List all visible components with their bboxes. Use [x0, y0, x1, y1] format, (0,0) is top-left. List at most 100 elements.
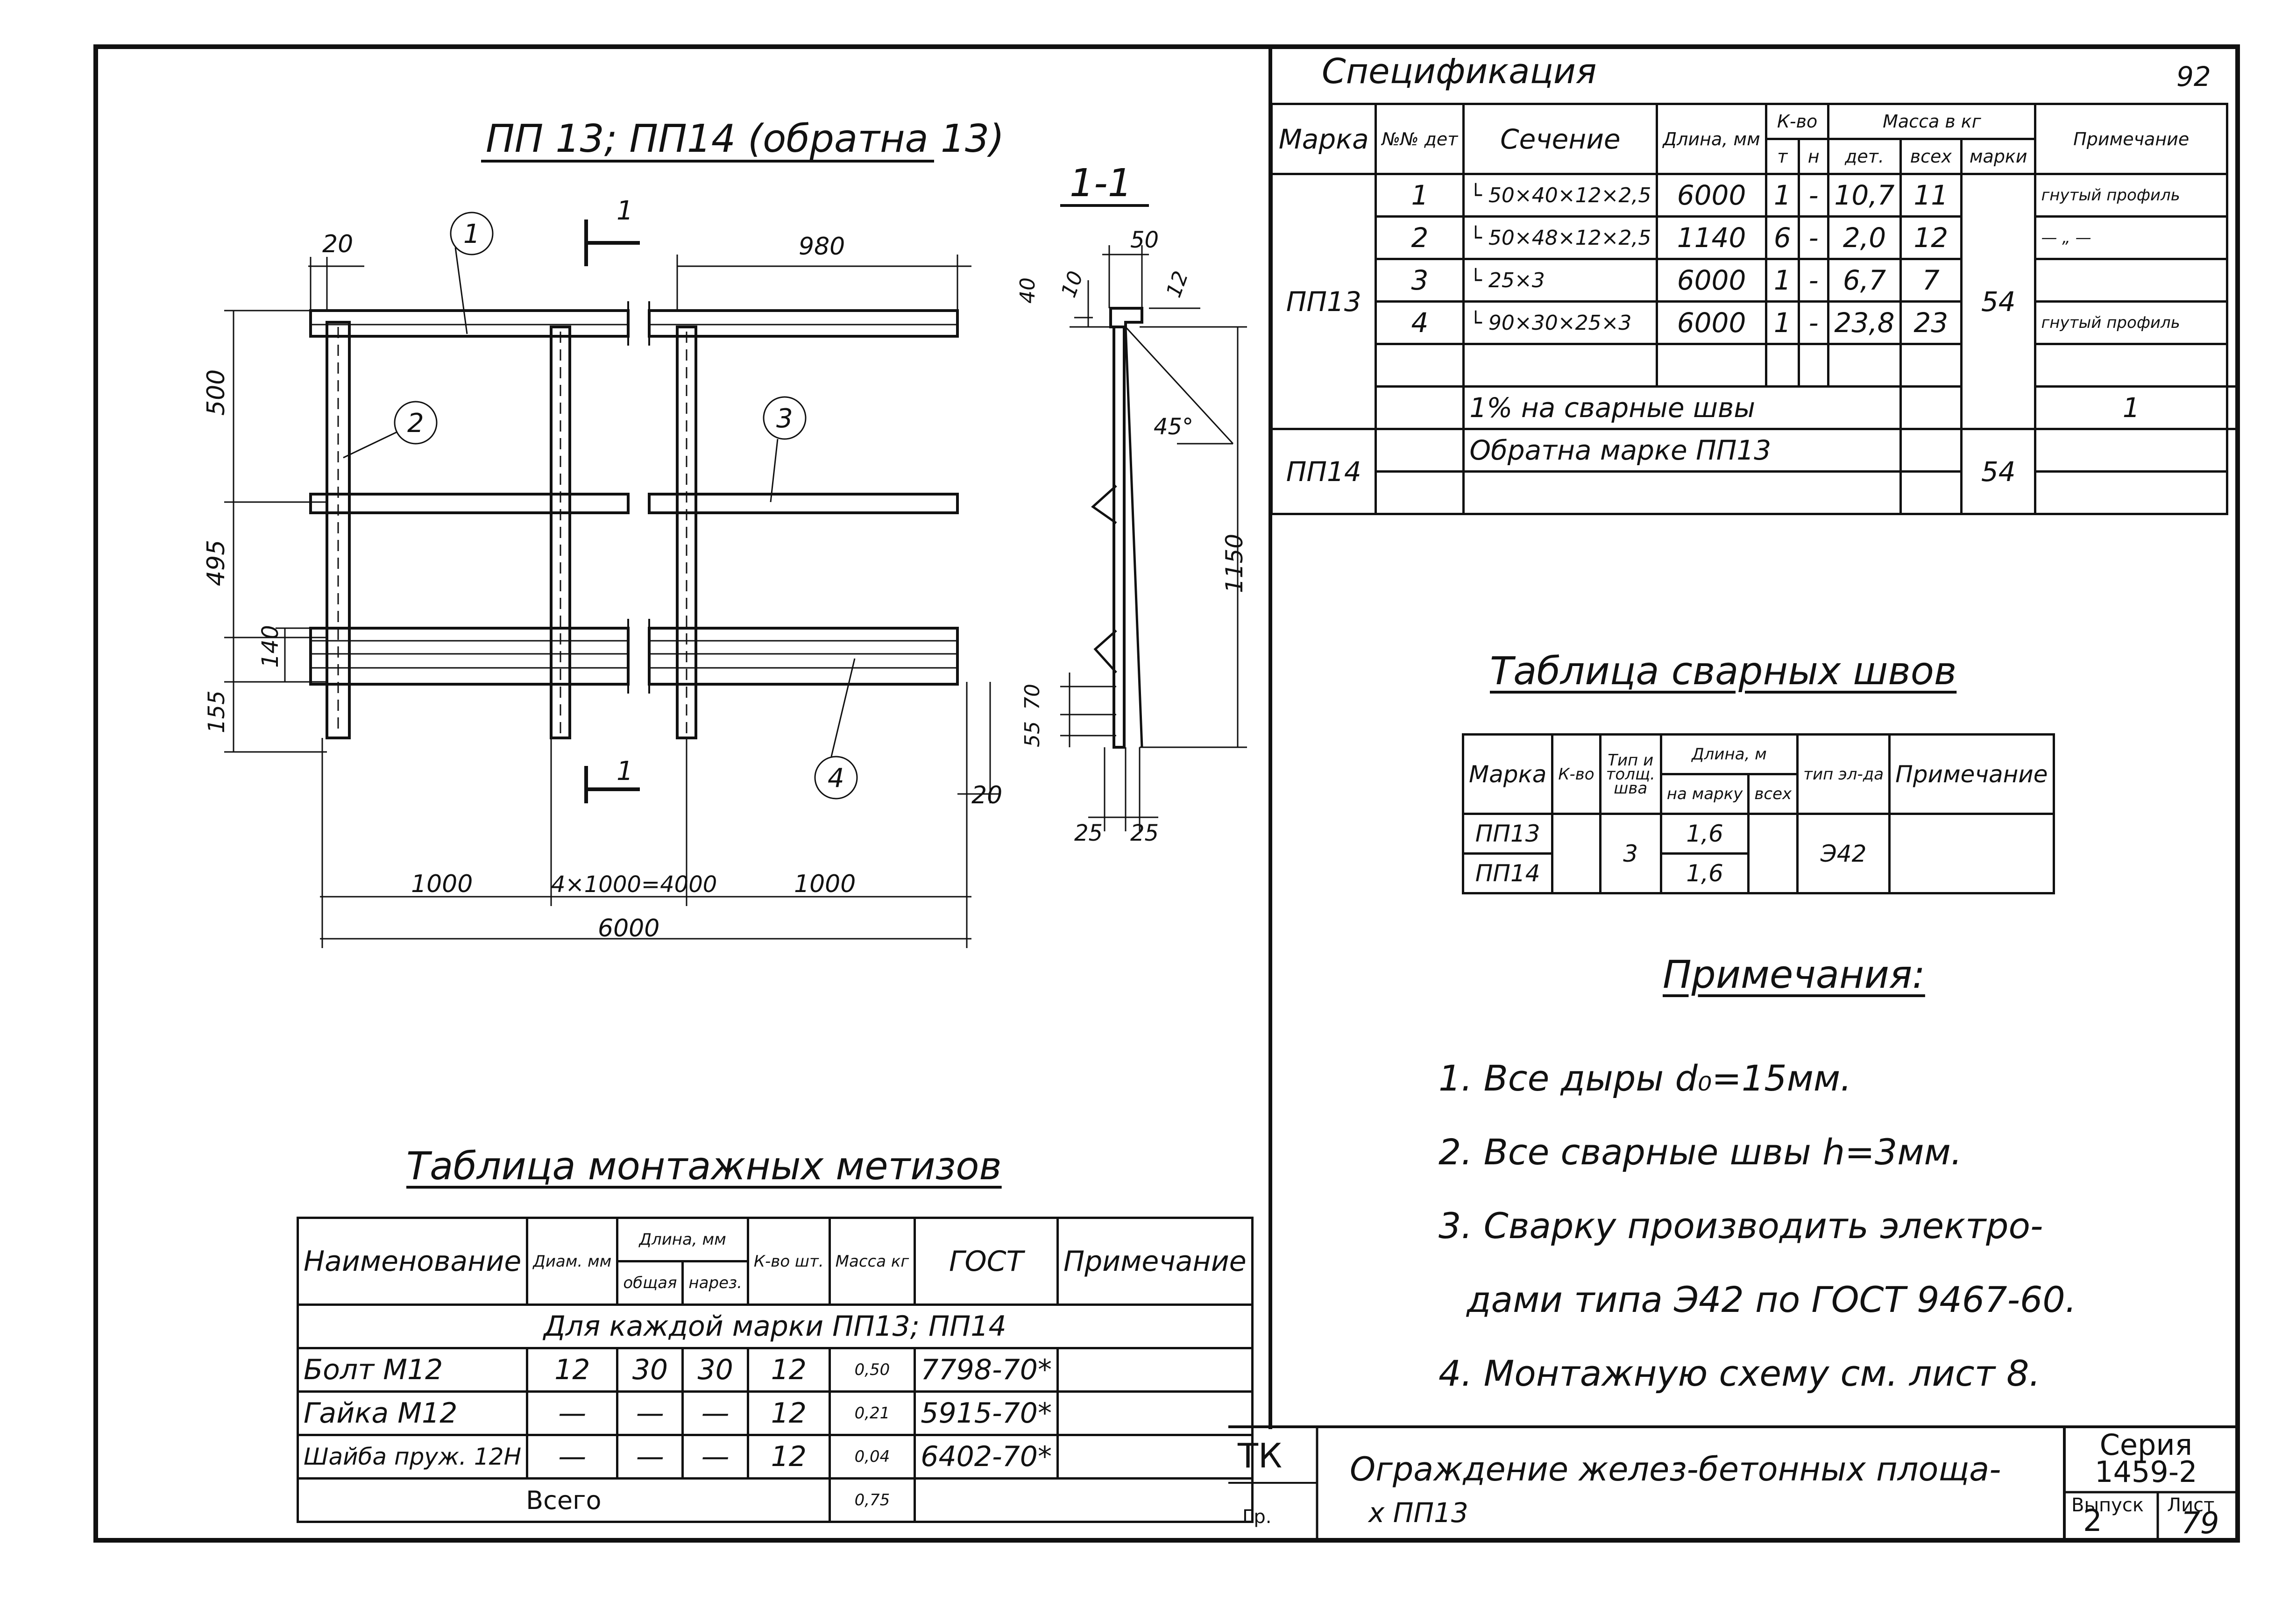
bolts-full: — — [616, 1434, 684, 1480]
weld-len: 1,6 — [1659, 813, 1750, 855]
stamp-title-line1: Ограждение желез-бетонных площа- — [1350, 1450, 2001, 1488]
note-item: 1. Все дыры d₀=15мм. — [1439, 1057, 1852, 1099]
spec-weld-value: 1 — [2034, 385, 2228, 430]
spec-mdet: 2,0 — [1827, 215, 1902, 260]
weld-mark: ПП14 — [1461, 852, 1554, 894]
spec-length: 6000 — [1656, 173, 1767, 218]
spec-t: 1 — [1765, 300, 1800, 345]
sec-dim-55: 55 — [1020, 721, 1044, 747]
bolts-row-2: Гайка М12 — — — 12 0,21 5915-70* — [296, 1390, 1254, 1436]
bolts-group: Для каждой марки ПП13; ПП14 — [297, 1303, 1254, 1349]
stamp-series: 1459-2 — [2095, 1455, 2197, 1489]
note-item: 4. Монтажную схему см. лист 8. — [1439, 1353, 2041, 1394]
weld-row-2: ПП14 1,6 — [1461, 852, 2054, 894]
spec-det: 1 — [1375, 173, 1465, 218]
middle-rail-left — [309, 493, 630, 514]
dim-140: 140 — [257, 625, 283, 668]
bolts-h-dia: Диам. мм — [526, 1217, 619, 1306]
stamp-title-line2: х ПП13 — [1368, 1497, 1468, 1529]
spec-t: 6 — [1765, 215, 1800, 260]
weld-h-mark: Марка — [1461, 733, 1554, 815]
sheet-frame — [93, 44, 2240, 1543]
notes-list: 1. Все дыры d₀=15мм. 2. Все сварные швы … — [1439, 1041, 2076, 1410]
stamp-list: 79 — [2181, 1506, 2219, 1541]
weld-h-qty: К-во — [1551, 733, 1602, 815]
spec-title: Спецификация — [1322, 51, 1597, 92]
spec-row-1: ПП13 1 └ 50×40×12×2,5 6000 1 - 10,7 11 5… — [1270, 173, 2239, 430]
spec-n: - — [1797, 173, 1830, 218]
stamp-org: ТК — [1238, 1436, 1283, 1475]
weld-type: 3 — [1599, 813, 1662, 894]
post-2 — [550, 326, 571, 739]
dim-1000-right: 1000 — [794, 870, 856, 898]
spec-weld-text: 1% на сварные швы — [1462, 385, 1902, 430]
bolts-h-gost: ГОСТ — [914, 1217, 1059, 1306]
spec-mark-pp13: ПП13 — [1270, 173, 1377, 430]
section-mark-top: 1 — [617, 196, 633, 226]
spec-det: 2 — [1375, 215, 1465, 260]
weld-title: Таблица сварных швов — [1490, 649, 1957, 694]
spec-row-4: 4 └ 90×30×25×3 6000 1 - 23,8 23 гнутый п… — [1272, 300, 2239, 345]
title-block-lines — [1228, 1425, 2235, 1539]
dim-495: 495 — [202, 540, 230, 586]
spec-h-length: Длина, мм — [1656, 103, 1767, 175]
section-1-1 — [1060, 245, 1247, 831]
spec-row-pp14: ПП14 Обратна марке ПП13 54 — [1270, 428, 2239, 515]
bolts-row-1: Болт М12 12 30 30 12 0,50 7798-70* — [296, 1347, 1254, 1393]
dim-155: 155 — [204, 690, 230, 733]
bolts-row-3: Шайба пруж. 12Н — — — 12 0,04 6402-70* — [296, 1434, 1254, 1480]
spec-det: 4 — [1375, 300, 1465, 345]
dim-6000: 6000 — [598, 914, 659, 942]
post-1 — [326, 321, 351, 739]
stamp-series-block: Серия 1459-2 — [2095, 1431, 2197, 1489]
spec-pp14-text: Обратна марке ПП13 — [1462, 428, 1902, 473]
page-number: 92 — [2176, 61, 2211, 92]
spec-t: 1 — [1765, 173, 1800, 218]
stamp-gr: Гр. — [1242, 1506, 1272, 1528]
spec-row-2: 2 └ 50×48×12×2,5 1140 6 - 2,0 12 — „ — — [1272, 215, 2239, 260]
sec-dim-25b: 25 — [1130, 820, 1159, 846]
specification-table: Марка №№ дет Сечение Длина, мм К-во Масс… — [1270, 103, 2240, 515]
middle-rail-right — [648, 493, 959, 514]
bolts-name: Гайка М12 — [296, 1390, 529, 1436]
bolts-full: — — [616, 1390, 684, 1436]
spec-section: └ 50×48×12×2,5 — [1462, 215, 1658, 260]
spec-mdet: 6,7 — [1827, 258, 1902, 303]
bolts-name: Болт М12 — [296, 1347, 529, 1393]
section-mark-bottom: 1 — [617, 756, 633, 786]
elevation-dimensions — [224, 212, 999, 948]
note-item: 3. Сварку производить электро- — [1439, 1205, 2043, 1247]
spec-n: - — [1797, 300, 1830, 345]
weld-h-electrode: тип эл-да — [1796, 733, 1891, 815]
spec-det: 3 — [1375, 258, 1465, 303]
spec-h-n: н — [1797, 138, 1830, 175]
bolts-total-mass: 0,75 — [828, 1477, 916, 1523]
spec-row-empty — [1272, 343, 2239, 388]
dim-500: 500 — [202, 369, 230, 416]
dim-4000: 4×1000=4000 — [551, 871, 717, 898]
weld-len: 1,6 — [1659, 852, 1750, 894]
weld-mark: ПП13 — [1461, 813, 1554, 855]
bolts-dia: — — [526, 1390, 619, 1436]
sec-dim-25a: 25 — [1074, 820, 1103, 846]
bolts-h-len-full: общая — [616, 1260, 684, 1306]
bolts-dia: — — [526, 1434, 619, 1480]
notes-title: Примечания: — [1663, 953, 1925, 997]
bolts-dia: 12 — [526, 1347, 619, 1393]
spec-section: └ 90×30×25×3 — [1462, 300, 1658, 345]
spec-n: - — [1797, 258, 1830, 303]
bolts-h-length: Длина, мм — [616, 1217, 749, 1262]
bolts-thread: — — [681, 1390, 749, 1436]
sec-dim-70: 70 — [1020, 684, 1044, 710]
spec-pp14-mass: 54 — [1960, 428, 2037, 515]
spec-section: └ 25×3 — [1462, 258, 1658, 303]
stamp-vyp-label: Выпуск — [2071, 1495, 2144, 1516]
bolts-thread: 30 — [681, 1347, 749, 1393]
weld-table: Марка К-во Тип и толщ. шва Длина, м тип … — [1461, 733, 2055, 894]
spec-note: — „ — — [2034, 215, 2228, 260]
weld-h-length: Длина, м — [1659, 733, 1799, 775]
spec-length: 6000 — [1656, 300, 1767, 345]
weld-row-1: ПП13 3 1,6 Э42 — [1461, 813, 2055, 894]
spec-mall: 7 — [1899, 258, 1963, 303]
weld-h-note: Примечание — [1888, 733, 2055, 815]
